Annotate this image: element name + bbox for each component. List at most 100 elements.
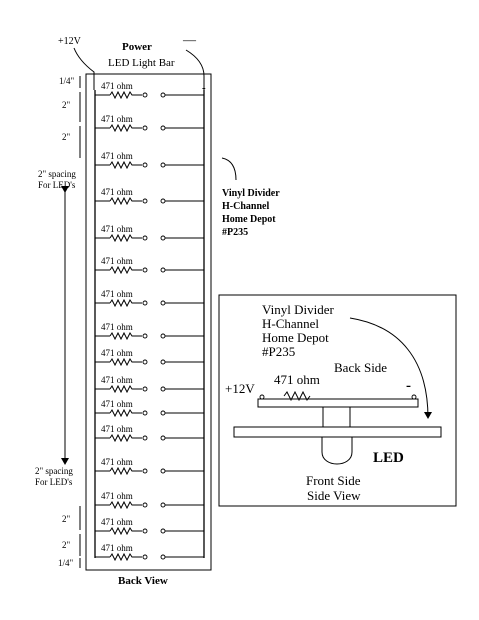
resistor-row: 471 ohm (95, 517, 204, 536)
led-cathode-pad (160, 435, 166, 441)
resistor-row: 471 ohm (95, 399, 204, 418)
resistor-symbol (109, 384, 142, 394)
circuit-strip (257, 398, 419, 408)
resistor-symbol (109, 160, 142, 170)
resistor-symbol (109, 526, 142, 536)
led-cathode-pad (160, 554, 166, 560)
led-anode-pad (142, 267, 148, 273)
resistor-label: 471 ohm (101, 491, 133, 501)
resistor-label: 471 ohm (101, 424, 133, 434)
dim-two-inch-d: 2" (62, 540, 71, 550)
resistor-symbol (109, 298, 142, 308)
resistor-symbol (109, 357, 142, 367)
resistor-symbol (109, 466, 142, 476)
light-bar-outline (85, 73, 212, 571)
led-anode-pad (142, 125, 148, 131)
side-minus-label: - (406, 378, 411, 394)
resistor-label: 471 ohm (101, 81, 133, 91)
resistor-label: 471 ohm (101, 517, 133, 527)
dim-quarter-top: 1/4" (59, 76, 75, 86)
dim-quarter-bottom: 1/4" (58, 558, 74, 568)
led-cathode-pad (160, 162, 166, 168)
resistor-row: 471 ohm (95, 375, 204, 394)
resistor-label: 471 ohm (101, 543, 133, 553)
side-view-label: Side View (307, 488, 361, 503)
led-anode-pad (142, 554, 148, 560)
resistor-label: 471 ohm (101, 375, 133, 385)
resistor-row: 471 ohm (95, 151, 204, 170)
led-anode-pad (142, 198, 148, 204)
led-anode-pad (142, 502, 148, 508)
resistor-row: 471 ohm (95, 289, 204, 308)
resistor-symbol (109, 500, 142, 510)
led-anode-pad (142, 162, 148, 168)
dim-two-inch-b: 2" (62, 132, 71, 142)
led-anode-pad (142, 92, 148, 98)
led-cathode-pad (160, 502, 166, 508)
resistor-symbol (109, 408, 142, 418)
led-cathode-pad (160, 198, 166, 204)
resistor-row: 471 ohm (95, 543, 204, 562)
resistor-symbol (109, 123, 142, 133)
side-resistor-symbol (283, 390, 311, 402)
led-light-bar-label: LED Light Bar (108, 57, 175, 69)
front-side-label: Front Side (306, 473, 361, 488)
resistor-row: 471 ohm (95, 322, 204, 341)
resistor-row: 471 ohm (95, 256, 204, 275)
led-cathode-pad (160, 300, 166, 306)
resistor-label: 471 ohm (101, 289, 133, 299)
resistor-row: 471 ohm (95, 187, 204, 206)
led-anode-pad (142, 528, 148, 534)
led-label: LED (373, 450, 404, 466)
minus-sign-label: - (202, 82, 206, 94)
dim-spacing-bottom-1: 2" spacing (35, 466, 73, 476)
h-channel-flange (233, 426, 442, 438)
resistor-row: 471 ohm (95, 424, 204, 443)
led-cathode-pad (160, 359, 166, 365)
side-divider-label-3: Home Depot (262, 330, 329, 345)
resistor-row: 471 ohm (95, 114, 204, 133)
led-anode-pad (142, 300, 148, 306)
plus12v-feed-wire (73, 47, 95, 90)
resistor-label: 471 ohm (101, 224, 133, 234)
resistor-label: 471 ohm (101, 114, 133, 124)
dim-spacing-top-2: For LED's (38, 180, 76, 190)
resistor-symbol (109, 265, 142, 275)
led-cathode-pad (160, 235, 166, 241)
led-anode-pad (142, 386, 148, 392)
side-plus12v-label: +12V (225, 381, 255, 396)
led-anode-pad (142, 468, 148, 474)
resistor-row: 471 ohm (95, 224, 204, 243)
resistor-row: 471 ohm (95, 348, 204, 367)
led-cathode-pad (160, 267, 166, 273)
dim-spacing-bottom-2: For LED's (35, 477, 73, 487)
led-anode-pad (142, 359, 148, 365)
resistor-symbol (109, 196, 142, 206)
divider-label-3: Home Depot (222, 214, 276, 225)
dim-spacing-top-1: 2" spacing (38, 169, 76, 179)
back-view-label: Back View (118, 575, 168, 587)
power-label: Power (122, 41, 152, 53)
plus12v-label: +12V (58, 36, 82, 47)
led-anode-pad (142, 410, 148, 416)
resistor-symbol (109, 433, 142, 443)
resistor-label: 471 ohm (101, 256, 133, 266)
side-divider-label-4: #P235 (262, 344, 295, 359)
led-cathode-pad (160, 386, 166, 392)
resistor-symbol (109, 90, 142, 100)
led-cathode-pad (160, 92, 166, 98)
back-side-label: Back Side (334, 360, 387, 375)
resistor-label: 471 ohm (101, 399, 133, 409)
resistor-row: 471 ohm (95, 491, 204, 510)
resistor-rows: 471 ohm 471 ohm 471 ohm 471 ohm 471 ohm 471 o… (95, 81, 204, 562)
dim-two-inch-a: 2" (62, 100, 71, 110)
minus-top-label: — (182, 32, 197, 47)
side-resistor-label: 471 ohm (274, 372, 320, 387)
resistor-row: 471 ohm (95, 457, 204, 476)
led-anode-pad (142, 435, 148, 441)
divider-label-4: #P235 (222, 227, 248, 238)
divider-callout-line (221, 157, 237, 181)
side-callout-arrow (349, 317, 432, 419)
spacing-dimensions: 1/4" 2" 2" 2" spacing For LED's 2" spaci… (35, 76, 81, 568)
